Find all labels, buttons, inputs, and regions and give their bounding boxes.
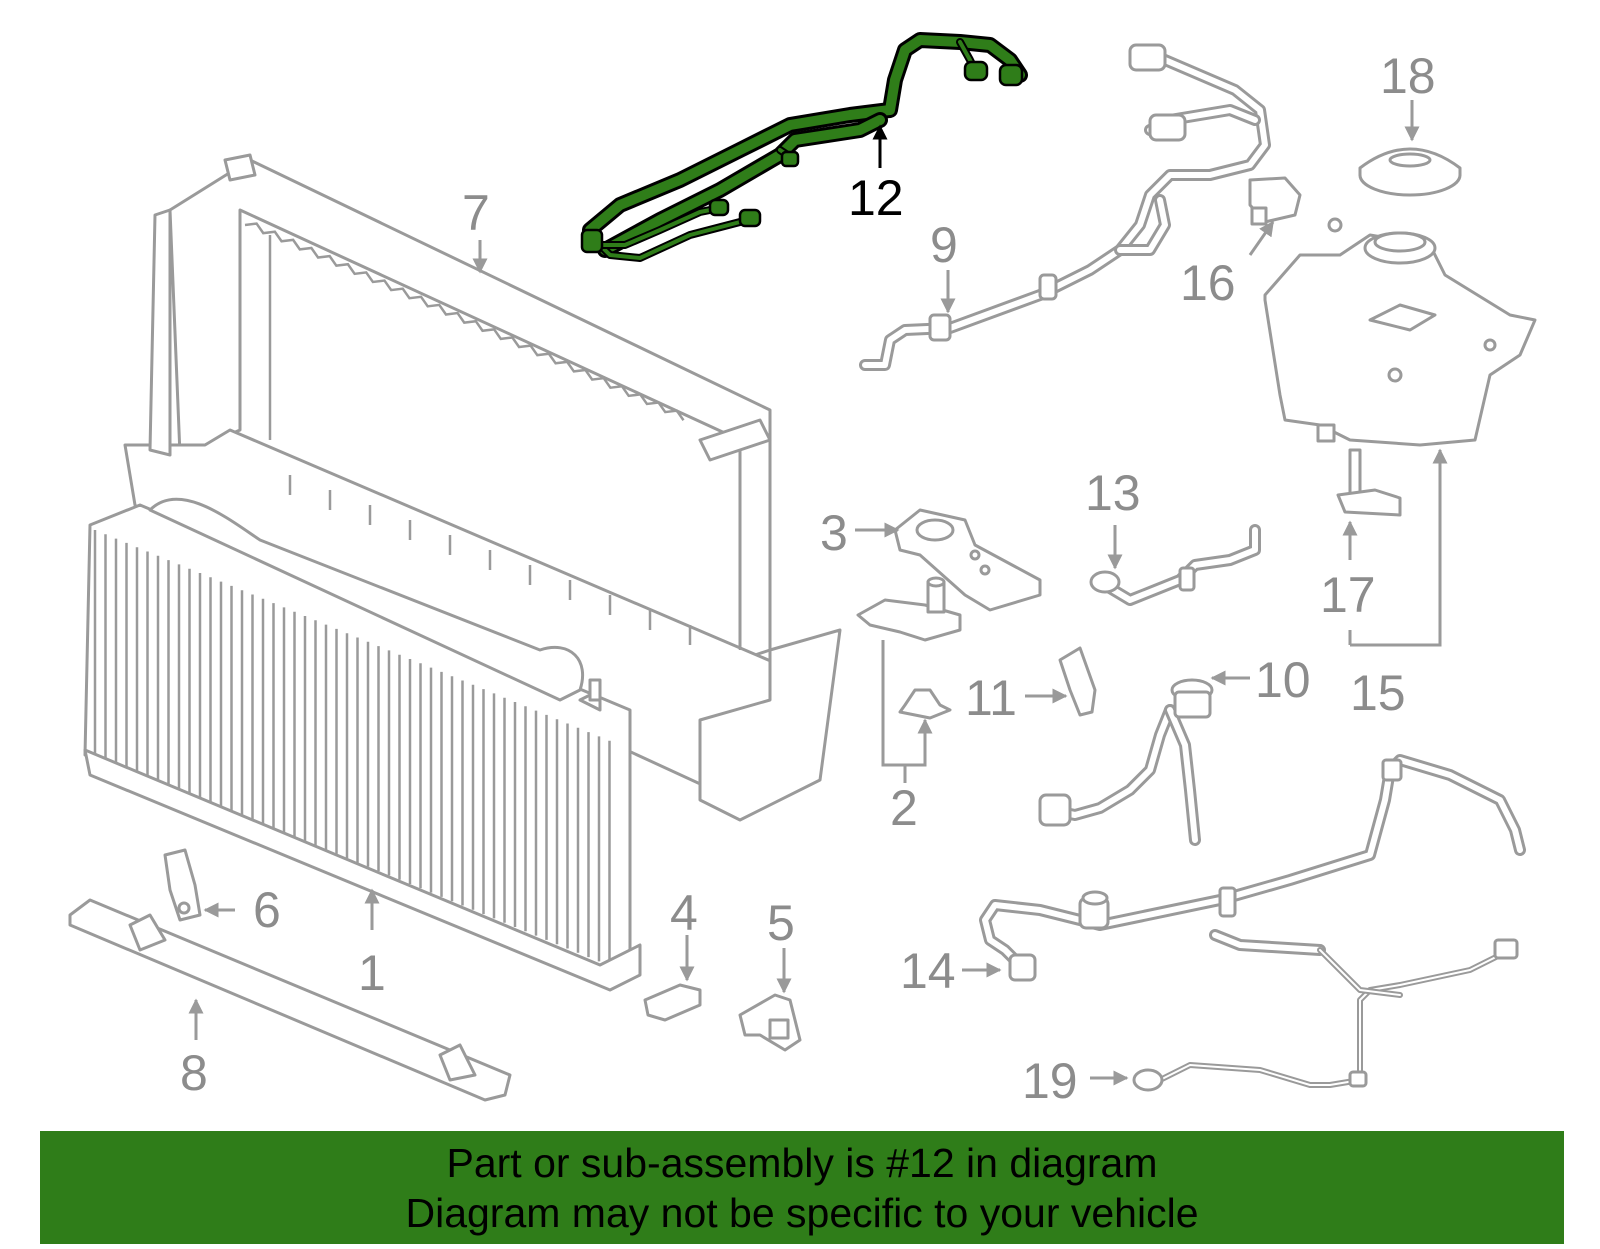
cap-part-18[interactable] (1358, 147, 1462, 197)
callout-17: 17 (1320, 567, 1376, 623)
callout-numbers: 1 2 3 4 5 6 7 8 9 10 11 12 13 14 15 16 1… (180, 48, 1436, 1109)
radiator-support-frame-part-7[interactable] (123, 153, 842, 822)
part-info-banner: Part or sub-assembly is #12 in diagram D… (40, 1131, 1564, 1244)
banner-line-1: Part or sub-assembly is #12 in diagram (446, 1139, 1158, 1186)
callout-4: 4 (670, 885, 698, 941)
hose-part-13[interactable] (1089, 524, 1261, 606)
sensor-part-17[interactable] (1336, 448, 1402, 517)
bracket-part-2[interactable] (856, 576, 962, 720)
callout-18: 18 (1380, 48, 1436, 104)
callout-12: 12 (848, 170, 904, 226)
callout-11: 11 (965, 670, 1017, 726)
heater-hose-part-14[interactable] (979, 754, 1526, 982)
callout-13: 13 (1085, 465, 1141, 521)
callout-10: 10 (1255, 652, 1311, 708)
clip-part-4[interactable] (643, 983, 702, 1022)
callout-7: 7 (462, 185, 490, 241)
bracket-part-5[interactable] (738, 993, 802, 1052)
outlet-hose-part-10[interactable] (1038, 678, 1214, 846)
callout-19: 19 (1022, 1053, 1078, 1109)
callout-8: 8 (180, 1045, 208, 1101)
lower-deflector-part-8[interactable] (68, 898, 512, 1102)
callout-5: 5 (767, 895, 795, 951)
radiator-part-1[interactable] (83, 497, 642, 992)
wiring-harness-part-19[interactable] (1132, 938, 1519, 1092)
highlighted-assembly-part-12[interactable] (580, 32, 1028, 262)
radiator-core-fins (93, 530, 611, 966)
sensor-part-11[interactable] (1058, 646, 1097, 717)
callout-9: 9 (930, 217, 958, 273)
callout-16: 16 (1180, 255, 1236, 311)
hose-part-9[interactable] (859, 43, 1271, 371)
banner-line-2: Diagram may not be specific to your vehi… (405, 1189, 1199, 1236)
coolant-reservoir-part-15[interactable] (1263, 217, 1537, 447)
callout-15: 15 (1350, 665, 1406, 721)
callout-3: 3 (820, 505, 848, 561)
callout-14: 14 (900, 943, 956, 999)
callout-1: 1 (358, 945, 386, 1001)
mount-bracket-part-3[interactable] (893, 508, 1042, 612)
sensor-part-16[interactable] (1248, 176, 1302, 226)
callout-6: 6 (253, 882, 281, 938)
leader-lines (188, 100, 1448, 1086)
callout-2: 2 (890, 780, 918, 836)
bracket-part-6[interactable] (163, 848, 202, 922)
